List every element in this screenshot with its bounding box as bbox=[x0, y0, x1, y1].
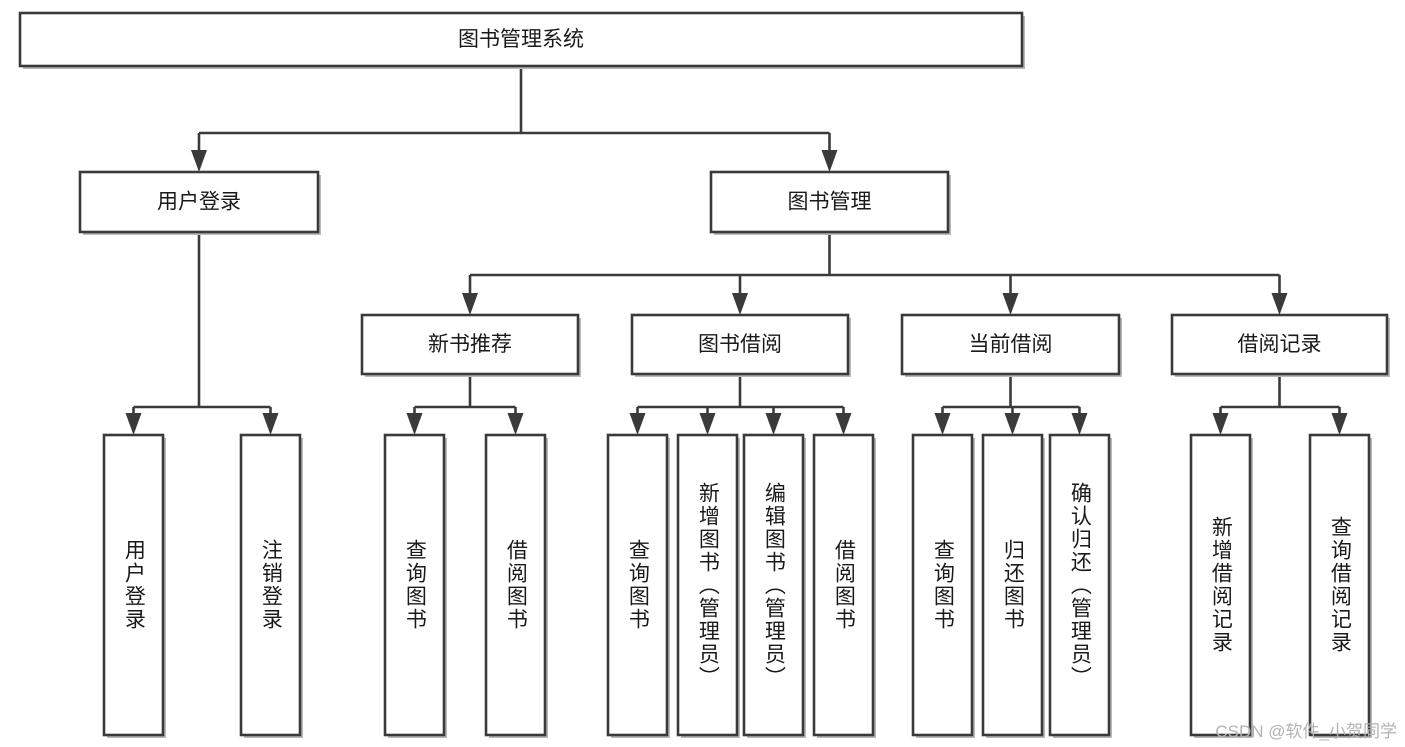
node-level3-0-新书推荐-label: 新书推荐 bbox=[428, 333, 512, 356]
node-level3-3-借阅记录-label: 借阅记录 bbox=[1238, 333, 1322, 356]
node-root-0-图书管理系统-label: 图书管理系统 bbox=[458, 28, 584, 51]
node-level3-0-新书推荐[interactable] bbox=[360, 313, 580, 376]
node-leaf-1-注销登录[interactable] bbox=[239, 433, 302, 737]
node-leaf-4-查询图书[interactable] bbox=[606, 433, 669, 737]
node-level3-1-图书借阅[interactable] bbox=[630, 313, 850, 376]
node-root-0-图书管理系统[interactable] bbox=[18, 11, 1024, 68]
watermark-text: CSDN @软件_小贺同学 bbox=[1215, 722, 1397, 741]
arrow-head-icon bbox=[934, 413, 951, 435]
node-box-layer bbox=[18, 11, 1390, 738]
node-leaf-10-确认归还管理员[interactable] bbox=[1048, 433, 1111, 737]
connector-group-5-当前借阅 bbox=[941, 374, 1081, 415]
node-leaf-5-新增图书管理员[interactable] bbox=[676, 433, 739, 737]
arrow-head-icon bbox=[1004, 413, 1021, 435]
arrow-head-icon bbox=[507, 413, 524, 435]
node-level2-0-用户登录-label: 用户登录 bbox=[157, 191, 241, 214]
arrow-head-icon bbox=[462, 293, 478, 315]
node-leaf-0-用户登录[interactable] bbox=[102, 433, 165, 737]
arrow-head-icon bbox=[732, 293, 748, 315]
node-leaf-8-查询图书[interactable] bbox=[911, 433, 974, 737]
node-leaf-12-查询借阅记录[interactable] bbox=[1308, 433, 1371, 737]
arrow-head-icon bbox=[191, 150, 207, 172]
arrow-head-icon bbox=[1071, 413, 1088, 435]
arrow-head-icon bbox=[1212, 413, 1229, 435]
connector-group-4-图书借阅 bbox=[636, 374, 845, 415]
node-leaf-6-编辑图书管理员[interactable] bbox=[742, 433, 805, 737]
node-leaf-7-借阅图书[interactable] bbox=[812, 433, 875, 737]
connector-layer bbox=[125, 66, 1348, 435]
node-level2-0-用户登录[interactable] bbox=[78, 170, 320, 234]
arrow-head-icon bbox=[1271, 293, 1288, 315]
arrow-head-icon bbox=[262, 413, 279, 435]
node-leaf-9-归还图书[interactable] bbox=[981, 433, 1044, 737]
arrow-head-icon bbox=[765, 413, 782, 435]
arrow-head-icon bbox=[125, 413, 142, 435]
connector-group-0-图书管理系统 bbox=[197, 66, 831, 152]
arrow-head-icon bbox=[1002, 293, 1019, 315]
node-level3-1-图书借阅-label: 图书借阅 bbox=[698, 333, 782, 356]
connector-group-2-用户登录 bbox=[132, 232, 272, 415]
node-level2-1-图书管理-label: 图书管理 bbox=[788, 191, 872, 214]
connector-group-6-借阅记录 bbox=[1219, 374, 1341, 415]
arrow-head-icon bbox=[406, 413, 423, 435]
node-leaf-2-查询图书[interactable] bbox=[383, 433, 446, 737]
arrow-head-icon bbox=[821, 150, 838, 172]
arrow-head-icon bbox=[1331, 413, 1348, 435]
node-level3-3-借阅记录[interactable] bbox=[1170, 313, 1389, 376]
node-level2-1-图书管理[interactable] bbox=[709, 170, 950, 234]
connector-group-1-图书管理 bbox=[468, 232, 1281, 295]
node-level3-2-当前借阅[interactable] bbox=[900, 313, 1121, 376]
arrow-head-icon bbox=[699, 413, 716, 435]
connector-group-3-新书推荐 bbox=[413, 374, 517, 415]
node-leaf-11-新增借阅记录[interactable] bbox=[1189, 433, 1252, 737]
arrow-head-icon bbox=[629, 413, 646, 435]
node-leaf-3-借阅图书[interactable] bbox=[484, 433, 547, 737]
arrow-head-icon bbox=[835, 413, 852, 435]
node-level3-2-当前借阅-label: 当前借阅 bbox=[969, 333, 1053, 356]
